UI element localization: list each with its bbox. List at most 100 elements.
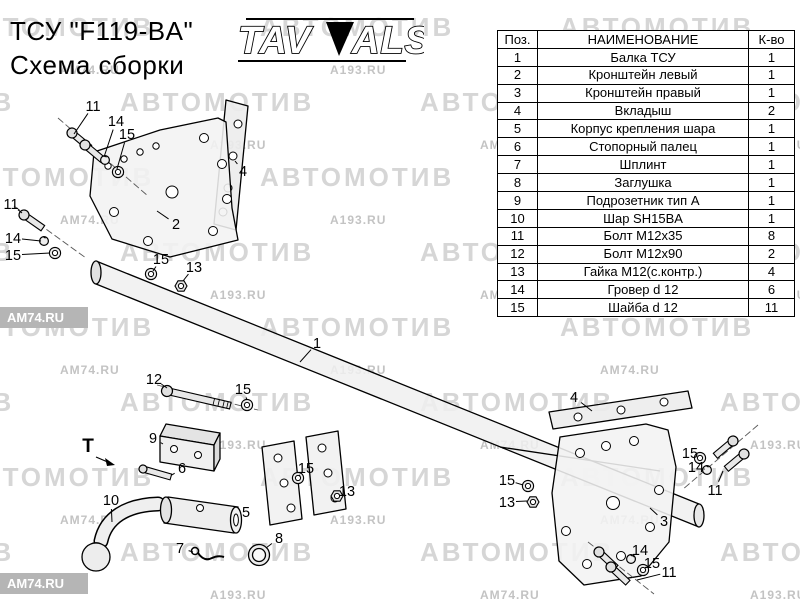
callout-label: 4 <box>239 164 247 180</box>
part-name: Стопорный палец <box>537 137 749 157</box>
callout-label: 12 <box>146 372 162 388</box>
callout-label: 3 <box>660 514 668 530</box>
bolt-icon <box>16 207 47 233</box>
callout-label: 15 <box>153 252 169 268</box>
part-pos: 4 <box>497 101 538 121</box>
part-pos: 3 <box>497 83 538 103</box>
callout-label: 7 <box>176 541 184 557</box>
part-name: Шплинт <box>537 155 749 175</box>
callout-leader <box>103 129 114 158</box>
callout-label: 13 <box>499 495 515 511</box>
callout-label: 11 <box>707 483 722 499</box>
callout-leader <box>580 402 593 412</box>
spring-washer-icon <box>99 155 111 165</box>
bolt-group-left <box>13 205 87 260</box>
part-qty: 1 <box>748 208 795 228</box>
callout-leader <box>234 160 238 165</box>
callout-leader <box>171 472 175 476</box>
part-name: Вкладыш <box>537 101 749 121</box>
part-pos: 1 <box>497 47 538 67</box>
right-bracket-fasteners <box>521 479 540 508</box>
part-qty: 1 <box>748 155 795 175</box>
callout-leader <box>636 573 661 581</box>
header-pos: Поз. <box>497 30 538 49</box>
part-qty: 1 <box>748 65 795 85</box>
flat-washer-icon <box>48 246 62 260</box>
part-qty: 6 <box>748 280 795 300</box>
part-qty: 1 <box>748 173 795 193</box>
part-qty: 8 <box>748 226 795 246</box>
part-qty: 1 <box>748 47 795 67</box>
callout-label: 5 <box>242 505 250 521</box>
part-pos: 10 <box>497 208 538 228</box>
socket-box-part <box>159 423 221 472</box>
callout-label: T <box>82 436 94 457</box>
callout-leader <box>21 238 42 242</box>
part-pos: 7 <box>497 155 538 175</box>
callout-label: 15 <box>298 461 314 477</box>
callout-label: 15 <box>644 556 660 572</box>
part-qty: 1 <box>748 137 795 157</box>
callout-label: 4 <box>570 390 578 406</box>
part-pos: 2 <box>497 65 538 85</box>
bolt-group-right <box>681 424 759 491</box>
callout-leader <box>116 142 126 170</box>
part-name: Болт М12х90 <box>537 244 749 264</box>
flat-washer-icon <box>521 479 535 493</box>
callout-leader <box>152 266 157 272</box>
callout-leader <box>265 543 273 549</box>
left-bracket-part <box>89 117 239 258</box>
callout-label: 14 <box>5 231 21 247</box>
part-name: Шайба d 12 <box>537 298 749 318</box>
part-name: Заглушка <box>537 173 749 193</box>
nut-icon <box>174 280 188 292</box>
callout-leader <box>161 383 168 389</box>
part-name: Кронштейн правый <box>537 83 749 103</box>
part-name: Кронштейн левый <box>537 65 749 85</box>
callout-label: 11 <box>661 565 676 581</box>
callout-leader <box>298 474 301 477</box>
callout-leader <box>17 209 23 214</box>
cotter-pin-part <box>190 546 225 561</box>
page-subtitle: Схема сборки <box>10 50 185 80</box>
part-pos: 12 <box>497 244 538 264</box>
callout-label: 2 <box>172 217 180 233</box>
right-bracket-part <box>551 423 677 586</box>
brand-logo: TAV ALS <box>237 18 424 63</box>
part-name: Гровер d 12 <box>537 280 749 300</box>
part-name: Гайка М12(с.контр.) <box>537 262 749 282</box>
part-qty: 2 <box>748 244 795 264</box>
callout-label: 11 <box>85 99 100 115</box>
logo-text-left: TAV <box>238 20 313 62</box>
callout-label: 15 <box>119 127 135 143</box>
callout-leader <box>718 470 724 482</box>
callout-leader <box>110 508 113 523</box>
callout-leader <box>515 482 524 486</box>
header-name: НАИМЕНОВАНИЕ <box>537 30 749 49</box>
callout-label: 15 <box>499 473 515 489</box>
datum-arrow <box>95 456 115 466</box>
flat-washer-icon <box>240 398 254 412</box>
beam-part <box>90 260 705 528</box>
callout-label: 14 <box>632 543 648 559</box>
part-qty: 11 <box>748 298 795 318</box>
part-qty: 2 <box>748 101 795 121</box>
locking-pin-part <box>138 464 173 481</box>
